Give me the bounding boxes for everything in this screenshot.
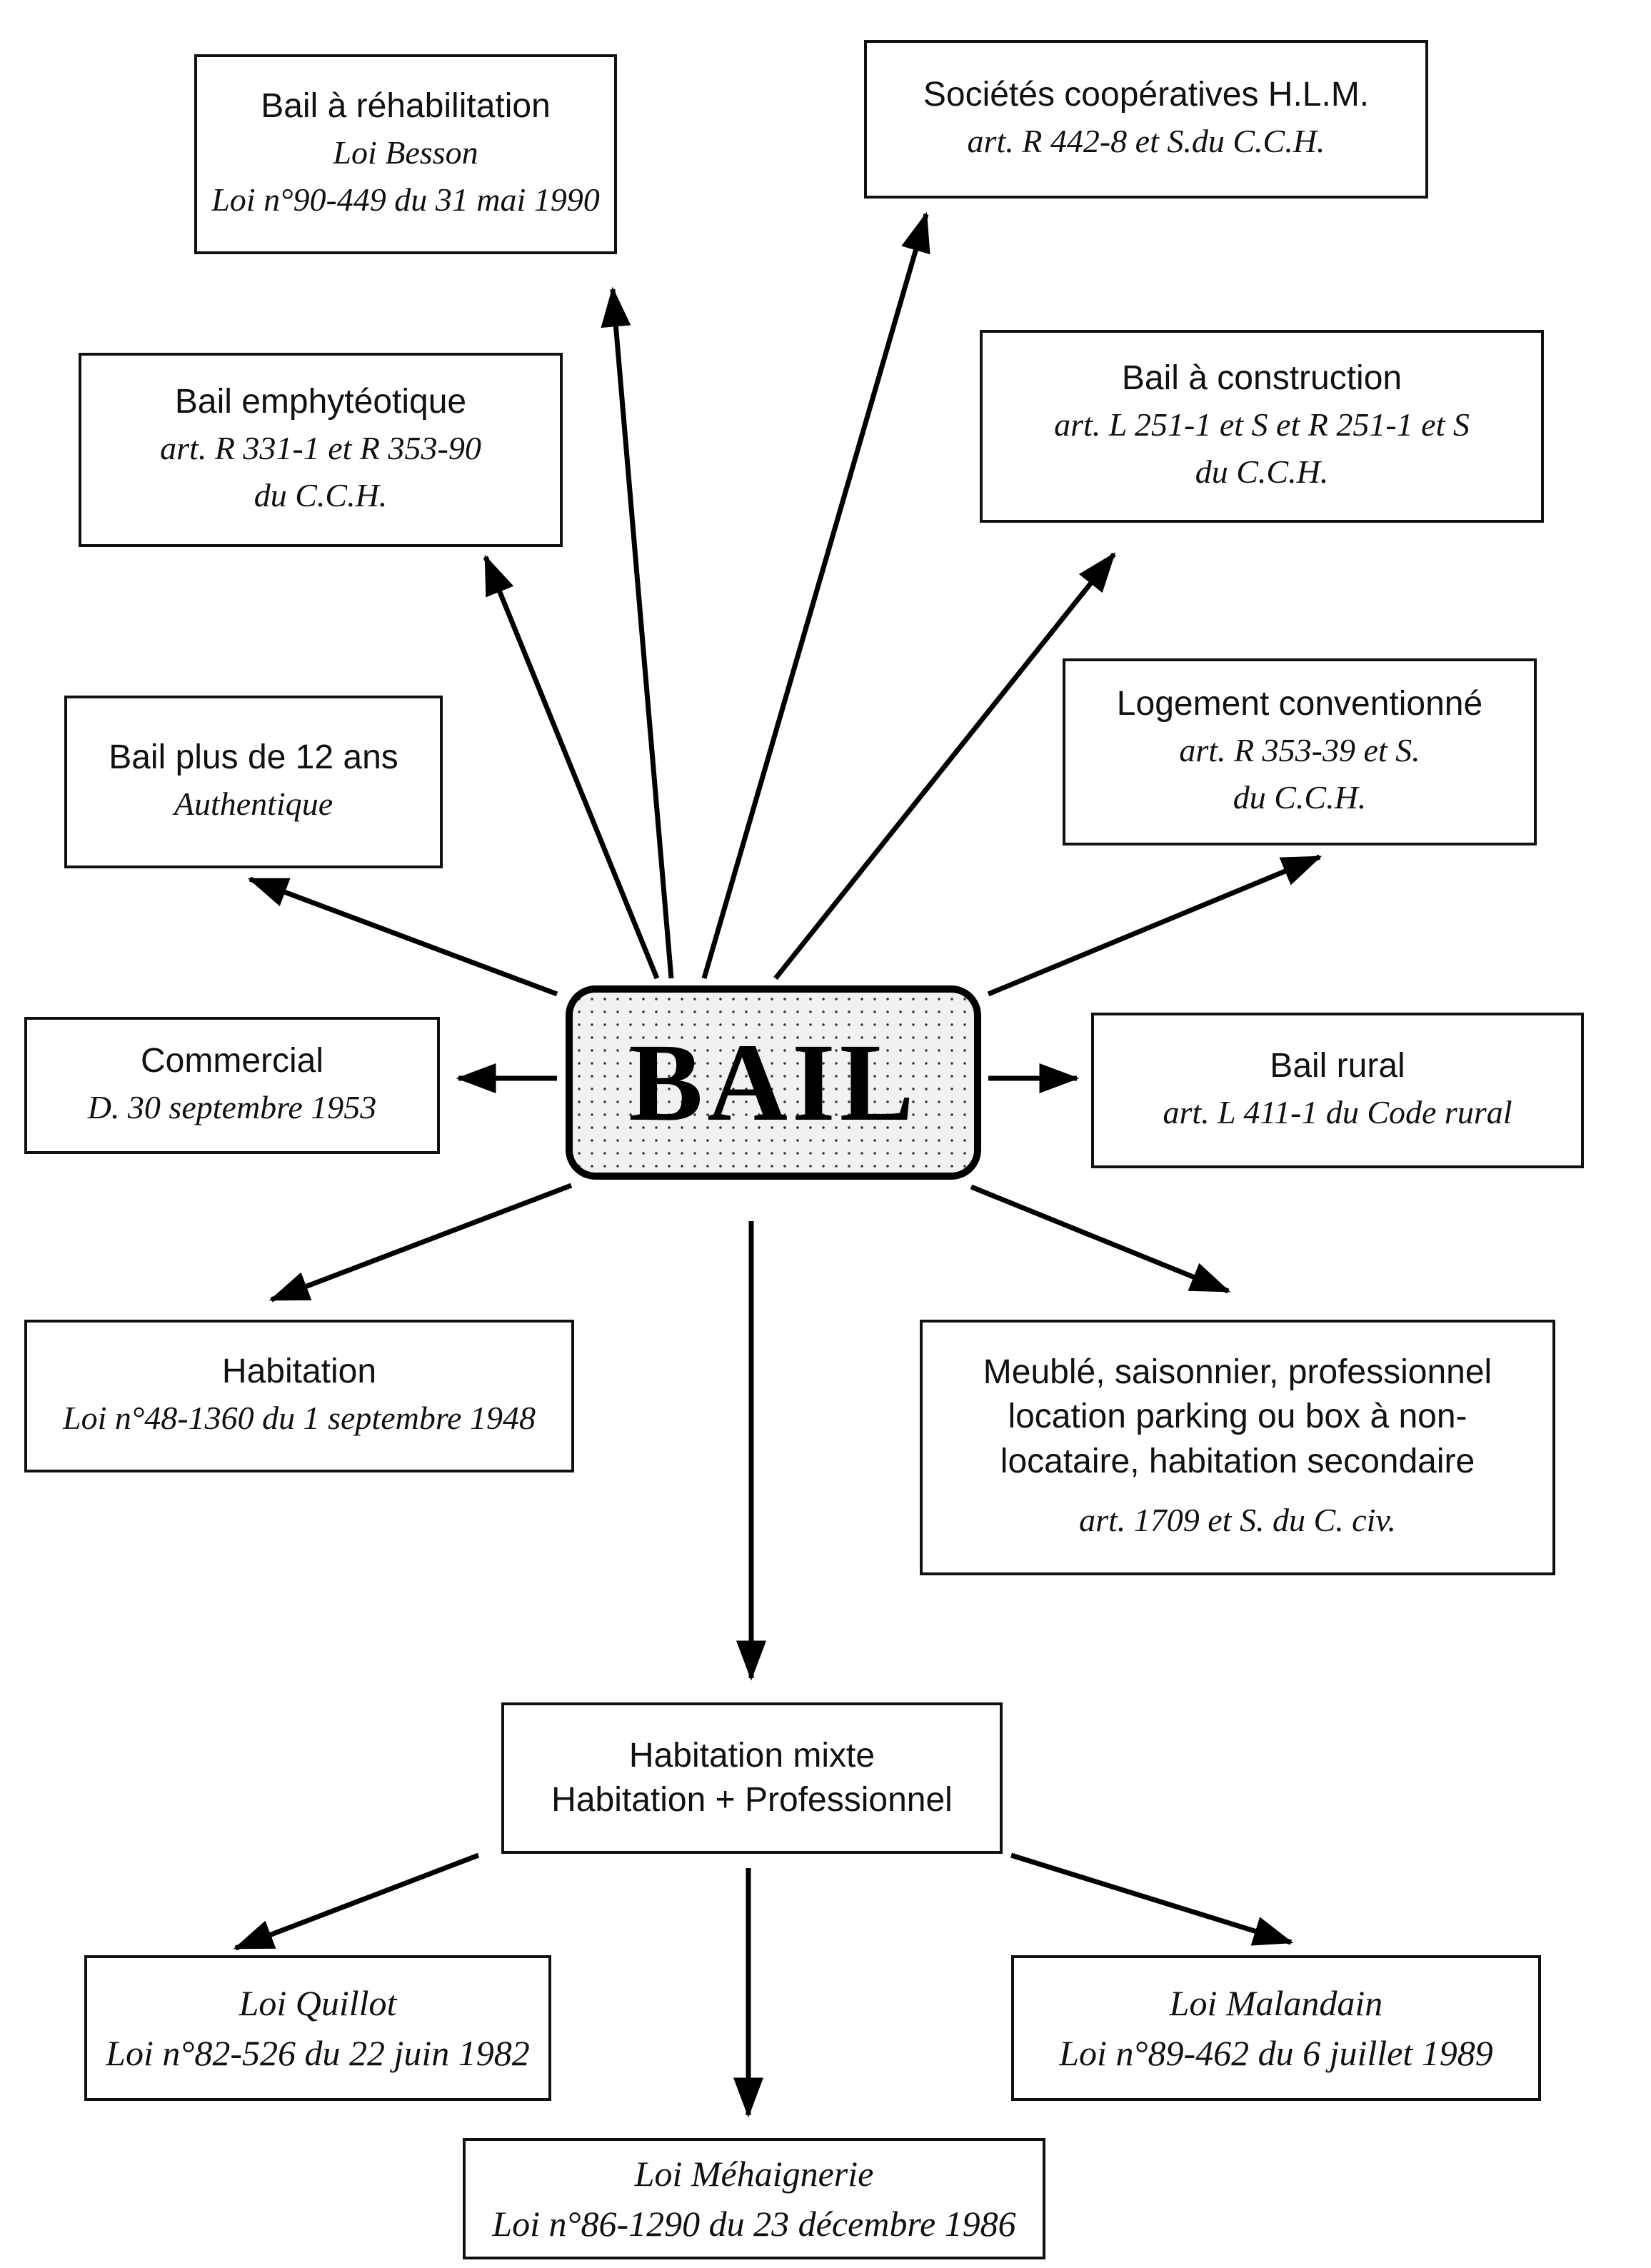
mehaignerie-ref1: Loi Méhaignerie [634, 2154, 874, 2194]
plus12-ref1: Authentique [174, 785, 333, 822]
quillot-ref1: Loi Quillot [239, 1983, 397, 2023]
box-loi-mehaignerie: Loi Méhaignerie Loi n°86-1290 du 23 déce… [463, 2138, 1045, 2259]
mixte-line1: Habitation mixte [628, 1736, 875, 1775]
malandain-ref2: Loi n°89-462 du 6 juillet 1989 [1059, 2033, 1493, 2073]
box-habitation-mixte: Habitation mixte Habitation + Profession… [501, 1702, 1003, 1854]
arrow-to-emphyteotique [483, 554, 660, 980]
habitation-ref1: Loi n°48-1360 du 1 septembre 1948 [63, 1399, 536, 1436]
conventionne-title: Logement conventionné [1116, 685, 1483, 723]
hlm-title: Sociétés coopératives H.L.M. [923, 76, 1370, 114]
arrow-to-meuble [970, 1184, 1231, 1294]
center-bail-label: BAIL [628, 1020, 918, 1144]
mixte-line2: Habitation + Professionnel [551, 1781, 953, 1819]
mehaignerie-ref2: Loi n°86-1290 du 23 décembre 1986 [492, 2204, 1016, 2244]
box-loi-malandain: Loi Malandain Loi n°89-462 du 6 juillet … [1011, 1955, 1541, 2101]
rural-title: Bail rural [1270, 1047, 1405, 1085]
meuble-line3: locataire, habitation secondaire [1000, 1442, 1475, 1480]
hlm-ref1: art. R 442-8 et S.du C.C.H. [967, 122, 1325, 159]
arrow-to-malandain [1010, 1852, 1294, 1946]
box-commercial: Commercial D. 30 septembre 1953 [24, 1017, 440, 1154]
box-bail-plus-12-ans: Bail plus de 12 ans Authentique [64, 696, 443, 868]
conventionne-ref2: du C.C.H. [1233, 779, 1367, 816]
rural-ref1: art. L 411-1 du Code rural [1163, 1093, 1512, 1130]
rehabilitation-title: Bail à réhabilitation [261, 87, 551, 126]
construction-title: Bail à construction [1121, 359, 1402, 398]
malandain-ref1: Loi Malandain [1169, 1983, 1383, 2023]
box-logement-conventionne: Logement conventionné art. R 353-39 et S… [1063, 658, 1537, 846]
arrow-to-habitation [269, 1183, 573, 1303]
commercial-title: Commercial [140, 1042, 324, 1080]
box-loi-quillot: Loi Quillot Loi n°82-526 du 22 juin 1982 [84, 1955, 551, 2101]
arrow-to-quillot [233, 1852, 480, 1951]
commercial-ref1: D. 30 septembre 1953 [87, 1088, 377, 1125]
arrow-to-plus12 [247, 876, 558, 997]
rehabilitation-ref2: Loi n°90-449 du 31 mai 1990 [211, 181, 600, 219]
meuble-line1: Meublé, saisonnier, professionnel [983, 1353, 1492, 1392]
box-societes-cooperatives-hlm: Sociétés coopératives H.L.M. art. R 442-… [864, 40, 1428, 199]
construction-ref2: du C.C.H. [1195, 453, 1329, 491]
center-bail-box: BAIL [566, 985, 981, 1180]
box-bail-rural: Bail rural art. L 411-1 du Code rural [1091, 1013, 1584, 1168]
meuble-line2: location parking ou box à non- [1008, 1398, 1467, 1436]
emphyteotique-title: Bail emphytéotique [174, 383, 467, 421]
box-bail-rehabilitation: Bail à réhabilitation Loi Besson Loi n°9… [194, 54, 617, 254]
box-habitation: Habitation Loi n°48-1360 du 1 septembre … [24, 1320, 574, 1472]
emphyteotique-ref2: du C.C.H. [254, 477, 388, 514]
arrow-to-hlm [701, 211, 930, 979]
habitation-title: Habitation [221, 1353, 377, 1391]
arrow-to-construction [773, 552, 1116, 980]
box-meuble-saisonnier: Meublé, saisonnier, professionnel locati… [920, 1320, 1555, 1575]
quillot-ref2: Loi n°82-526 du 22 juin 1982 [106, 2033, 530, 2073]
conventionne-ref1: art. R 353-39 et S. [1179, 731, 1420, 768]
box-bail-construction: Bail à construction art. L 251-1 et S et… [980, 330, 1544, 523]
box-bail-emphyteotique: Bail emphytéotique art. R 331-1 et R 353… [79, 353, 563, 547]
plus12-title: Bail plus de 12 ans [109, 738, 398, 777]
rehabilitation-ref1: Loi Besson [333, 134, 478, 171]
construction-ref1: art. L 251-1 et S et R 251-1 et S [1054, 406, 1470, 443]
arrow-to-conventionne [987, 854, 1323, 997]
arrow-to-rehabilitation [601, 286, 674, 979]
emphyteotique-ref1: art. R 331-1 et R 353-90 [160, 429, 481, 466]
meuble-ref1: art. 1709 et S. du C. civ. [1079, 1502, 1396, 1539]
